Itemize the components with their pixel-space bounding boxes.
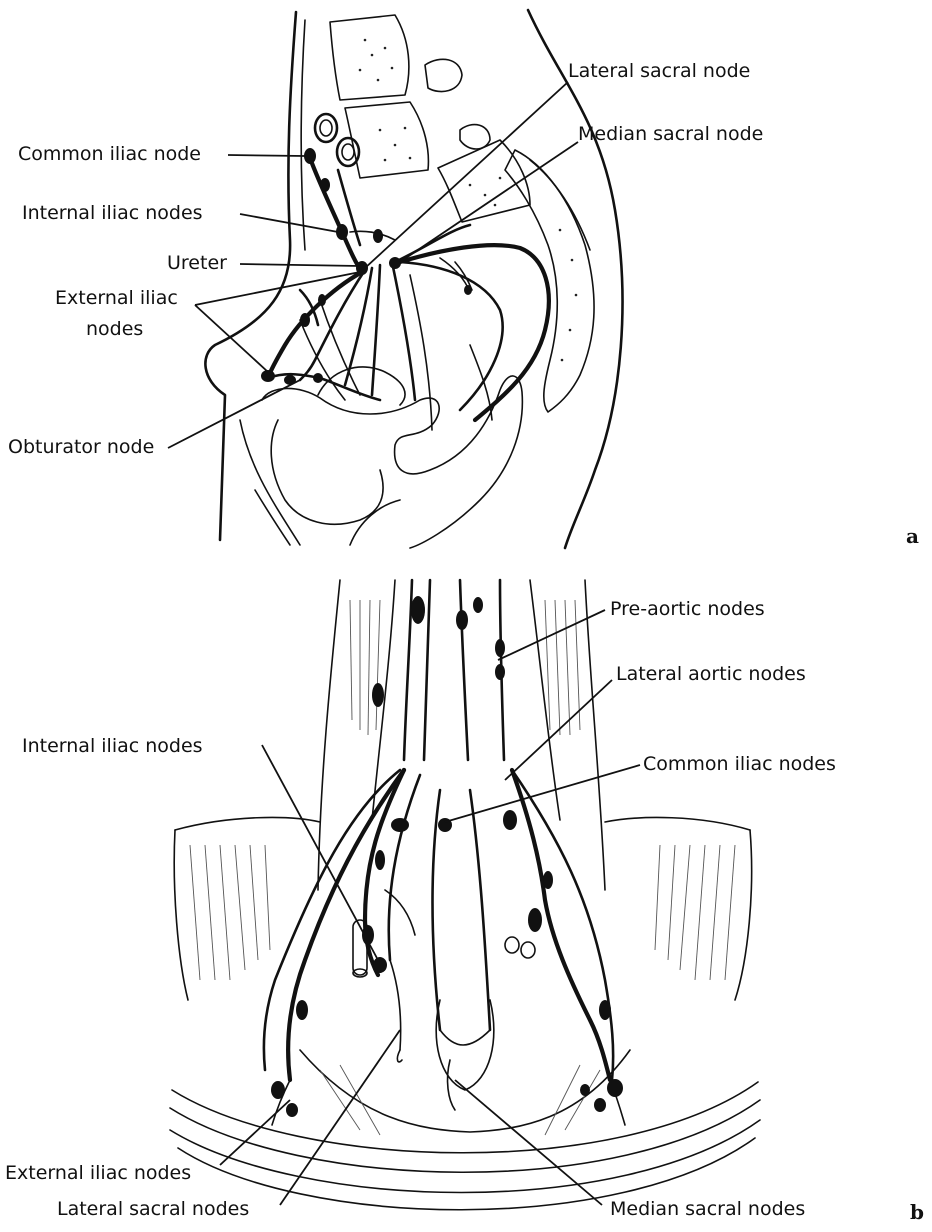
label-common-iliac-node: Common iliac node — [18, 145, 201, 164]
label-ureter: Ureter — [167, 254, 227, 273]
label-lateral-sacral-node: Lateral sacral node — [568, 62, 750, 81]
lymphatic-network-a — [268, 158, 549, 430]
label-obturator-node: Obturator node — [8, 438, 154, 457]
panel-b-illustration — [0, 560, 932, 1232]
label-external-iliac-nodes-b: External iliac nodes — [5, 1164, 191, 1183]
posterior-body-wall — [528, 10, 622, 548]
label-external-iliac-nodes-line2: nodes — [86, 320, 143, 339]
leader-lines-b — [220, 610, 640, 1205]
panel-b-frontal-view: Pre-aortic nodes Lateral aortic nodes In… — [0, 560, 932, 1232]
label-pre-aortic-nodes: Pre-aortic nodes — [610, 600, 765, 619]
panel-a-sagittal-view: Lateral sacral node Median sacral node C… — [0, 0, 932, 560]
iliac-vessels — [315, 114, 359, 166]
common-iliac-node-mark — [304, 148, 316, 164]
anterior-abdominal-wall — [205, 12, 296, 540]
inner-wall-line — [301, 20, 305, 250]
panel-label-b: b — [910, 1200, 924, 1224]
iliacus-muscles — [174, 817, 751, 1000]
vertebral-column — [330, 15, 594, 412]
label-external-iliac-nodes-line1: External iliac — [55, 289, 178, 308]
label-internal-iliac-nodes-b: Internal iliac nodes — [22, 737, 203, 756]
label-lateral-aortic-nodes: Lateral aortic nodes — [616, 665, 806, 684]
label-lateral-sacral-nodes: Lateral sacral nodes — [57, 1200, 249, 1219]
label-median-sacral-nodes: Median sacral nodes — [610, 1200, 805, 1219]
label-common-iliac-nodes: Common iliac nodes — [643, 755, 836, 774]
panel-label-a: a — [906, 524, 919, 548]
label-median-sacral-node: Median sacral node — [578, 125, 763, 144]
label-internal-iliac-nodes: Internal iliac nodes — [22, 204, 203, 223]
panel-a-illustration — [0, 0, 932, 560]
lymphatic-network-b — [264, 580, 625, 1125]
